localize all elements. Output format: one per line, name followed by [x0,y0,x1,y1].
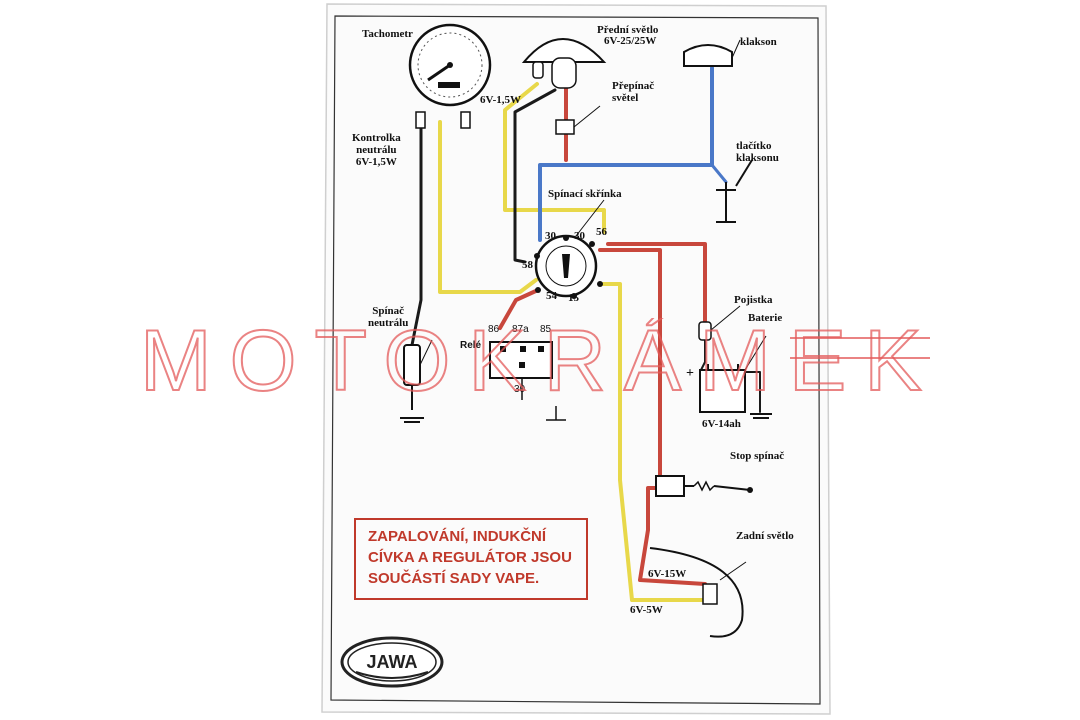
label-tlacitko: tlačítko klaksonu [736,140,779,164]
wire-red-relay [498,288,540,330]
label-relay-86: 86 [488,324,500,335]
ignition-switch [534,199,605,299]
horn [683,39,741,67]
wire-fuse-battery [699,339,706,373]
wire-black-switch [513,88,557,264]
note-line-3: SOUČÁSTÍ SADY VAPE. [368,570,540,587]
note-box: ZAPALOVÁNÍ, INDUKČNÍ CÍVKA A REGULÁTOR J… [354,518,588,600]
watermark-text: MOTOKRÁMEK [140,318,940,408]
label-relay-30: 30 [514,384,526,395]
note-line-1: ZAPALOVÁNÍ, INDUKČNÍ [368,528,547,545]
label-battery-plus: + [686,366,694,381]
label-battery-minus: − [746,366,754,381]
label-spinac-neutralu: Spínač neutrálu [368,305,409,329]
wire-yellow-rear [598,282,707,602]
headlight [521,38,607,89]
fuse [698,305,741,341]
battery [699,335,767,413]
neutral-bulb-socket [460,111,471,129]
paper-sheet [321,3,831,715]
neutral-switch [400,339,433,423]
rear-light [649,547,747,638]
label-predni-svetlo-spec: 6V-25/25W [604,35,657,47]
label-zadni-15w: 6V-15W [648,568,687,580]
stop-switch [655,475,753,497]
label-terminal-30a: 30 [545,230,556,242]
label-tachometr: Tachometr [362,28,413,40]
tachometer-gauge [408,23,492,107]
battery-ground [750,413,772,419]
label-zadni-5w: 6V-5W [630,604,663,616]
watermark: MOTOKRÁMEK [140,318,940,408]
jawa-logo: JAWA [340,636,444,688]
label-stop-spinac: Stop spínač [730,450,785,462]
label-baterie-spec: 6V-14ah [702,418,741,430]
label-terminal-56: 56 [596,226,607,238]
light-switch [555,119,575,135]
label-zadni-svetlo: Zadní světlo [736,530,794,542]
wire-red-56 [598,248,662,482]
label-pojistka: Pojistka [734,294,773,306]
label-prepinac-svetel: Přepínač světel [612,80,655,104]
horn-button [716,159,753,223]
label-relay-87a: 87a [512,324,529,335]
label-terminal-15: 15 [568,292,579,304]
label-predni-svetlo: Přední světlo [597,24,659,36]
label-kontrolka: Kontrolka neutrálu 6V-1,5W [352,132,401,168]
relay [489,341,566,421]
label-tach-lamp: 6V-1,5W [480,94,522,106]
wire-battery-ground [744,371,761,413]
jawa-logo-text: JAWA [366,652,417,672]
label-baterie: Baterie [748,312,783,324]
label-terminal-30b: 30 [574,230,585,242]
sheet-frame [330,15,821,705]
wire-yellow-front [503,82,606,234]
wire-black-neutral [410,126,423,347]
label-relay-85: 85 [540,324,552,335]
label-spinaci-skrinka: Spínací skřínka [548,188,622,200]
wire-blue-horn [538,66,714,242]
label-terminal-54: 54 [546,290,557,302]
wire-yellow-tach [438,120,538,294]
label-klakson: klakson [740,36,777,48]
wire-blue-button [710,163,728,184]
note-line-2: CÍVKA A REGULÁTOR JSOU [368,549,572,566]
wire-red-fuse [606,242,707,327]
label-terminal-58: 58 [522,259,533,271]
tach-bulb-socket [415,111,426,129]
label-rele: Relé [460,340,482,351]
